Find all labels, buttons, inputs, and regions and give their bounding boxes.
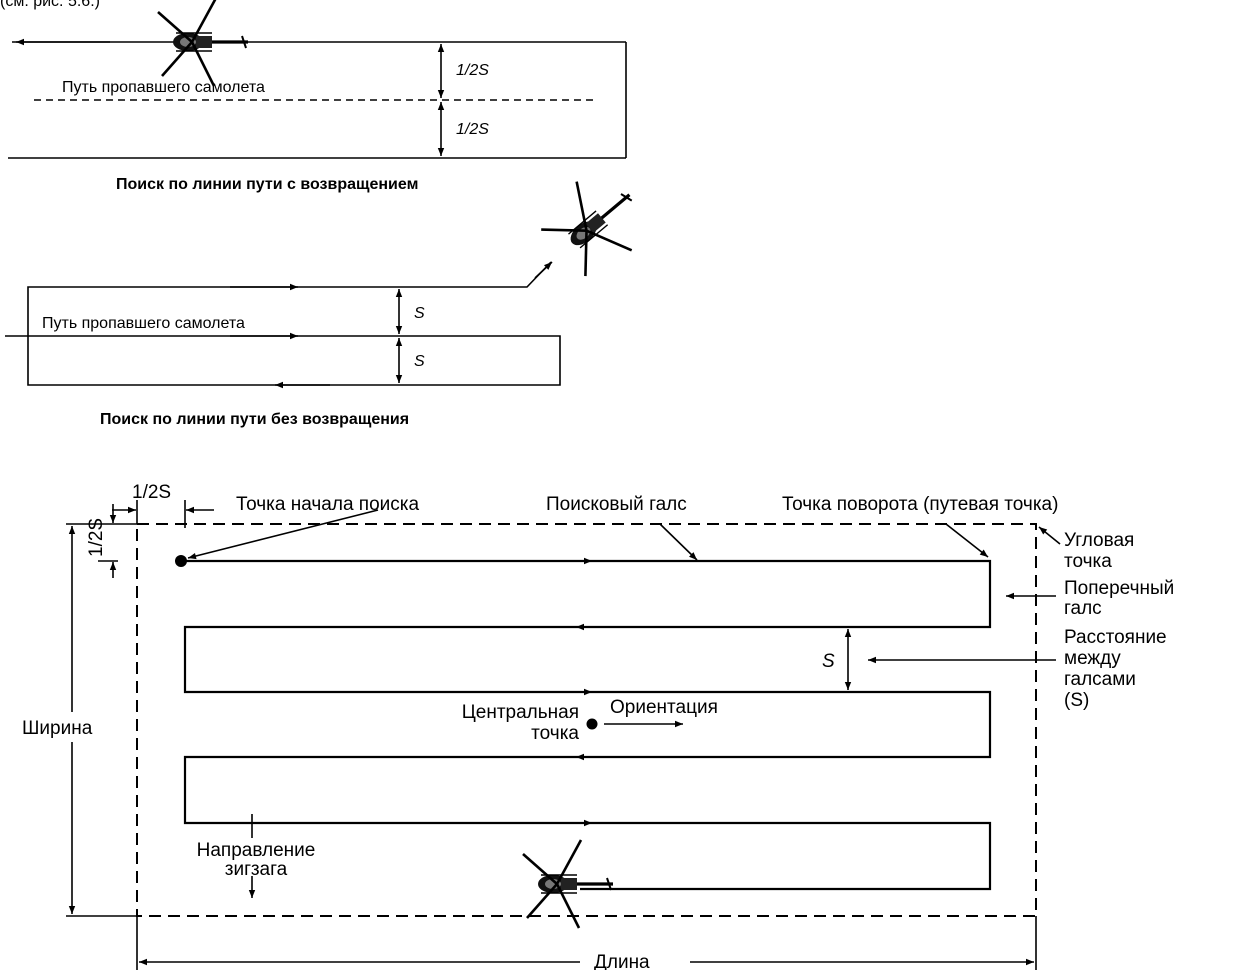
helicopter-icon	[521, 838, 615, 930]
dot-icon	[586, 718, 598, 730]
spacing-label-4: (S)	[1064, 690, 1089, 711]
orientation-label: Ориентация	[610, 697, 718, 718]
start-point-leader	[187, 509, 379, 560]
parallel-search-diagram: 1/2S 1/2S Ширина Длина S	[18, 482, 1174, 970]
spacing-label-1: Расстояние	[1064, 627, 1167, 648]
corner-point-label-2: точка	[1064, 551, 1112, 572]
d2-path-label: Путь пропавшего самолета	[42, 315, 245, 332]
half-s-side: 1/2S	[86, 518, 107, 557]
search-leg-leader	[659, 523, 698, 561]
d2-s-upper: S	[414, 305, 425, 322]
center-point-label-2: точка	[531, 723, 579, 744]
d2-s-lower: S	[414, 353, 425, 370]
d1-half-s-lower: 1/2S	[456, 121, 489, 138]
track-line-return-diagram: Путь пропавшего самолета 1/2S 1/2S Поиск…	[8, 0, 627, 193]
corner-point-leader	[1038, 526, 1061, 545]
d2-caption: Поиск по линии пути без возвращения	[100, 411, 409, 428]
dot-icon	[175, 555, 187, 567]
cross-leg-label-1: Поперечный	[1064, 578, 1174, 599]
width-label: Ширина	[22, 718, 93, 739]
half-s-top: 1/2S	[132, 482, 171, 503]
search-track	[183, 559, 992, 891]
spacing-label-3: галсами	[1064, 669, 1136, 690]
zigzag-label-2: зигзага	[225, 859, 288, 880]
width-label-bg	[18, 712, 130, 742]
helicopter-icon	[530, 159, 660, 288]
d1-caption: Поиск по линии пути с возвращением	[116, 176, 418, 193]
cross-leg-label-2: галс	[1064, 598, 1102, 619]
length-label: Длина	[594, 952, 650, 970]
spacing-s: S	[822, 651, 835, 672]
d1-half-s-upper: 1/2S	[456, 62, 489, 79]
track-line-nonreturn-diagram: Путь пропавшего самолета S S Поиск по ли…	[5, 159, 660, 428]
search-area-boundary	[136, 523, 1037, 917]
turn-point-leader	[945, 523, 989, 558]
turn-point-label: Точка поворота (путевая точка)	[782, 494, 1058, 515]
length-label-bg	[588, 950, 684, 970]
start-point-label: Точка начала поиска	[236, 494, 419, 515]
spacing-label-2: между	[1064, 648, 1121, 669]
zigzag-label-1: Направление	[197, 840, 316, 861]
center-point-label-1: Центральная	[462, 702, 579, 723]
arrow-icon	[534, 261, 553, 279]
search-leg-label: Поисковый галс	[546, 494, 687, 515]
corner-point-label-1: Угловая	[1064, 530, 1134, 551]
cut-off-text: (см. рис. 5.6.)	[0, 0, 100, 10]
helicopter-icon	[156, 0, 250, 88]
d1-path-label: Путь пропавшего самолета	[62, 79, 265, 96]
d2-return-track	[5, 335, 561, 386]
